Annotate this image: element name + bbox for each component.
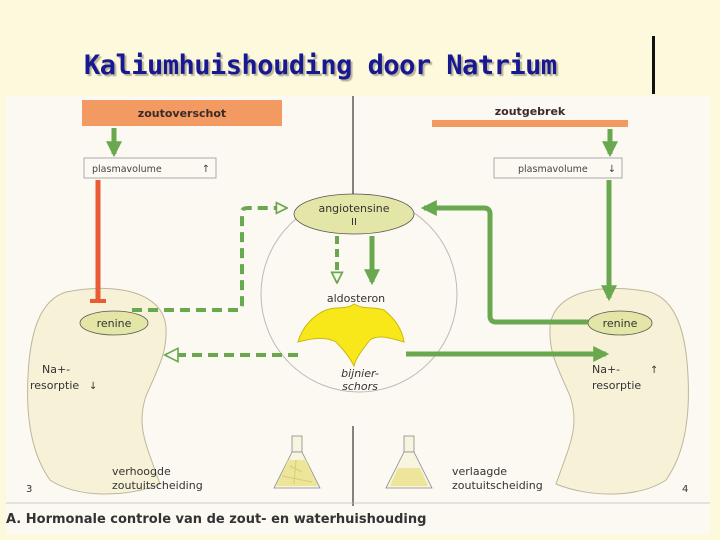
- right-flask: [385, 435, 433, 489]
- left-header-box: zoutoverschot: [82, 100, 282, 126]
- angiotensine-label-1: angiotensine: [318, 202, 389, 215]
- arrow-dashed-renine-angiotensine: [132, 208, 286, 312]
- slide-title: Kaliumhuishouding door Natrium: [84, 50, 557, 81]
- right-excretion-label-1: verlaagde: [452, 465, 507, 478]
- title-divider: [652, 36, 655, 94]
- angiotensine-label-2: II: [351, 217, 357, 228]
- panel-number-right: 4: [682, 484, 688, 495]
- right-excretion-label-2: zoutuitscheiding: [452, 479, 543, 492]
- right-na-arrow: ↑: [650, 365, 658, 376]
- right-header-label: zoutgebrek: [495, 105, 566, 118]
- figure-caption: A. Hormonale controle van de zout- en wa…: [6, 512, 426, 527]
- left-excretion-label-2: zoutuitscheiding: [112, 479, 203, 492]
- left-plasma-arrow: ↑: [202, 164, 210, 175]
- right-header-box: zoutgebrek: [432, 100, 628, 127]
- right-plasma-label: plasmavolume: [518, 164, 588, 175]
- left-excretion-label-1: verhoogde: [112, 465, 171, 478]
- left-na-arrow: ↓: [89, 381, 97, 392]
- left-na-label-2: resorptie: [30, 379, 79, 392]
- left-kidney: [27, 287, 167, 495]
- right-kidney: [549, 287, 689, 495]
- right-renine-label: renine: [603, 317, 638, 330]
- left-plasma-label: plasmavolume: [92, 164, 162, 175]
- right-renine-bubble: renine: [587, 310, 653, 336]
- panel-number-left: 3: [26, 484, 32, 495]
- left-plasma-box: plasmavolume ↑: [83, 157, 217, 179]
- left-renine-label: renine: [97, 317, 132, 330]
- right-plasma-arrow: ↓: [608, 164, 616, 175]
- diagram-figure: zoutoverschot zoutgebrek plasmavolume ↑ …: [6, 96, 710, 534]
- adrenal-gland: [297, 303, 405, 368]
- renin-angiotensin-diagram: zoutoverschot zoutgebrek plasmavolume ↑ …: [6, 96, 710, 527]
- bijnier-label-2: schors: [342, 380, 378, 393]
- red-inhibition-arrow: [90, 180, 106, 303]
- right-na-label-2: resorptie: [592, 379, 641, 392]
- left-na-resorption: Na+- resorptie ↓: [30, 363, 97, 392]
- left-header-label: zoutoverschot: [138, 107, 226, 120]
- left-na-label-1: Na+-: [42, 363, 70, 376]
- left-flask: [273, 435, 321, 489]
- aldosteron-label: aldosteron: [327, 292, 385, 305]
- right-na-label-1: Na+-: [592, 363, 620, 376]
- left-renine-bubble: renine: [79, 310, 149, 336]
- right-plasma-box: plasmavolume ↓: [493, 157, 623, 179]
- arrow-solid-renine-angiotensine: [420, 199, 588, 325]
- bijnier-label-1: bijnier-: [341, 367, 379, 380]
- angiotensine-bubble: angiotensine II: [293, 193, 415, 235]
- right-na-resorption: Na+- resorptie ↑: [592, 363, 658, 392]
